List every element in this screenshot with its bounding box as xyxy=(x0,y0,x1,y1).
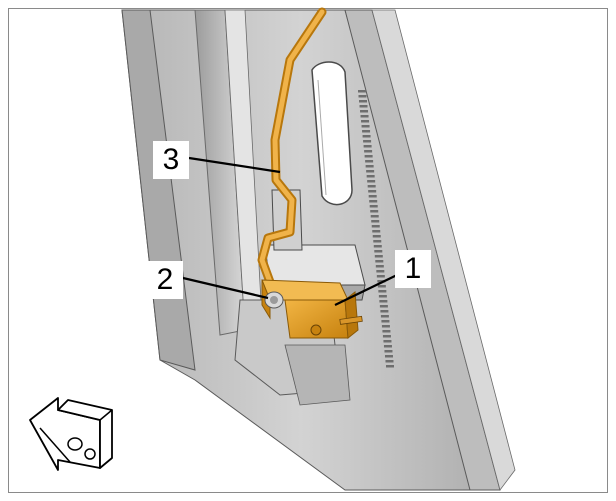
rack-tooth xyxy=(376,270,385,273)
rack-tooth xyxy=(378,290,387,293)
rack-tooth xyxy=(361,125,370,128)
rack-tooth xyxy=(384,350,393,353)
rack-tooth xyxy=(368,190,377,193)
rack-tooth xyxy=(368,195,377,198)
rack-tooth xyxy=(371,225,380,228)
rack-tooth xyxy=(366,175,375,178)
rack-tooth xyxy=(369,205,378,208)
frame-slot-opening xyxy=(311,61,353,206)
rack-tooth xyxy=(372,235,381,238)
leader-lines xyxy=(182,156,398,306)
rack-tooth xyxy=(359,105,368,108)
rack-tooth xyxy=(371,220,380,223)
rack-tooth xyxy=(372,230,381,233)
rack-tooth xyxy=(360,110,369,113)
rack-tooth xyxy=(374,250,383,253)
rack-tooth xyxy=(373,240,382,243)
rack-tooth xyxy=(359,100,368,103)
rack-tooth xyxy=(379,300,388,303)
rack-tooth xyxy=(366,170,375,173)
rack-tooth xyxy=(361,120,370,123)
rack-tooth xyxy=(381,320,390,323)
rack-tooth xyxy=(385,360,394,363)
rack-tooth xyxy=(365,160,374,163)
leader-line-1 xyxy=(334,274,398,306)
rack-tooth xyxy=(383,345,392,348)
rack-tooth xyxy=(377,285,386,288)
rack-tooth xyxy=(369,200,378,203)
rack-tooth xyxy=(367,180,376,183)
rack-tooth xyxy=(358,95,367,98)
rack-tooth xyxy=(377,280,386,283)
rack-tooth xyxy=(382,330,391,333)
rack-tooth xyxy=(370,210,379,213)
callout-label-1: 1 xyxy=(395,250,431,288)
rack-tooth xyxy=(364,150,373,153)
callout-label-3: 3 xyxy=(153,141,189,179)
rack-tooth xyxy=(379,305,388,308)
rack-tooth xyxy=(364,155,373,158)
rack-tooth xyxy=(381,325,390,328)
rack-tooth xyxy=(380,315,389,318)
rack-tooth xyxy=(363,145,372,148)
rack-tooth xyxy=(375,265,384,268)
view-direction-arrow-icon xyxy=(29,397,113,471)
rack-tooth xyxy=(373,245,382,248)
rack-tooth xyxy=(374,255,383,258)
actuating-rod xyxy=(257,7,327,287)
leader-line-3 xyxy=(188,156,281,174)
rack-tooth xyxy=(370,215,379,218)
callout-label-2: 2 xyxy=(147,261,183,299)
rack-tooth xyxy=(384,355,393,358)
rack-tooth xyxy=(376,275,385,278)
rack-tooth xyxy=(382,335,391,338)
rack-tooth xyxy=(386,365,394,368)
rack-tooth xyxy=(380,310,389,313)
serrated-rack-strip xyxy=(358,90,394,368)
lock-actuator-assembly xyxy=(261,279,363,339)
rack-tooth xyxy=(358,90,366,93)
rack-tooth xyxy=(375,260,384,263)
rack-tooth xyxy=(365,165,374,168)
rack-tooth xyxy=(360,115,369,118)
rack-tooth xyxy=(362,135,371,138)
rack-tooth xyxy=(363,140,372,143)
rack-tooth xyxy=(362,130,371,133)
rack-tooth xyxy=(367,185,376,188)
leader-line-2 xyxy=(182,276,269,300)
rack-tooth xyxy=(383,340,392,343)
rack-tooth xyxy=(378,295,387,298)
